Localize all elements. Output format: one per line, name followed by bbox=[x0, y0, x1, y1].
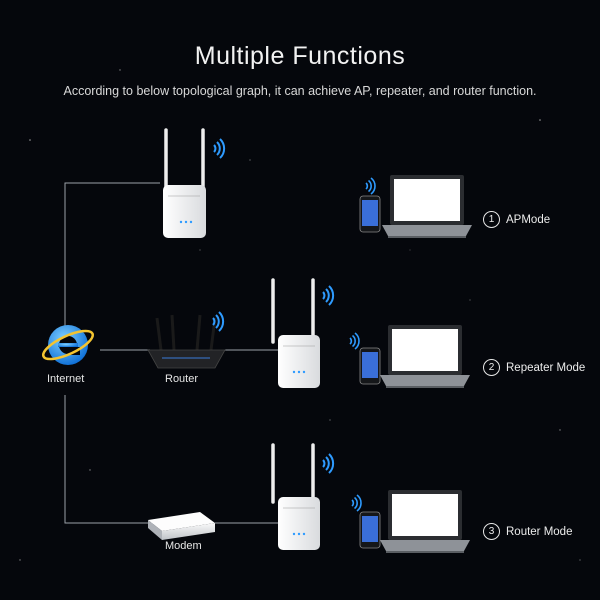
page-subtitle: According to below topological graph, it… bbox=[63, 84, 537, 98]
mode-number-badge: 1 bbox=[483, 211, 500, 228]
page-title: Multiple Functions bbox=[194, 42, 406, 70]
extender-device-router bbox=[271, 443, 320, 550]
repeater-extender-wifi-icon bbox=[322, 285, 335, 306]
mode-router: 3 Router Mode bbox=[483, 523, 572, 540]
mode-number-badge: 3 bbox=[483, 523, 500, 540]
extender-device-ap bbox=[163, 128, 206, 238]
mode-label: Repeater Mode bbox=[506, 361, 586, 374]
extender-device-repeater bbox=[271, 278, 320, 388]
ap-extender-wifi-icon bbox=[213, 138, 226, 159]
phone-wifi-icon bbox=[351, 494, 362, 512]
client-group-router bbox=[351, 490, 470, 553]
router-label: Router bbox=[165, 373, 199, 385]
internet-label: Internet bbox=[47, 373, 85, 385]
client-group-ap bbox=[359, 175, 472, 238]
mode-label: Router Mode bbox=[506, 525, 573, 538]
mode-label: APMode bbox=[506, 213, 551, 226]
router-mode-extender-wifi-icon bbox=[322, 453, 335, 474]
client-group-repeater bbox=[349, 325, 470, 388]
internet-explorer-icon bbox=[41, 325, 95, 365]
starfield bbox=[19, 69, 581, 561]
phone-wifi-icon bbox=[349, 332, 360, 350]
connection-lines bbox=[64, 182, 278, 524]
phone-wifi-icon bbox=[365, 177, 376, 195]
mode-repeater: 2 Repeater Mode bbox=[483, 359, 585, 376]
mode-ap: 1 APMode bbox=[483, 211, 550, 228]
mode-number-badge: 2 bbox=[483, 359, 500, 376]
modem-label: Modem bbox=[165, 540, 202, 552]
modem-icon bbox=[148, 512, 215, 540]
